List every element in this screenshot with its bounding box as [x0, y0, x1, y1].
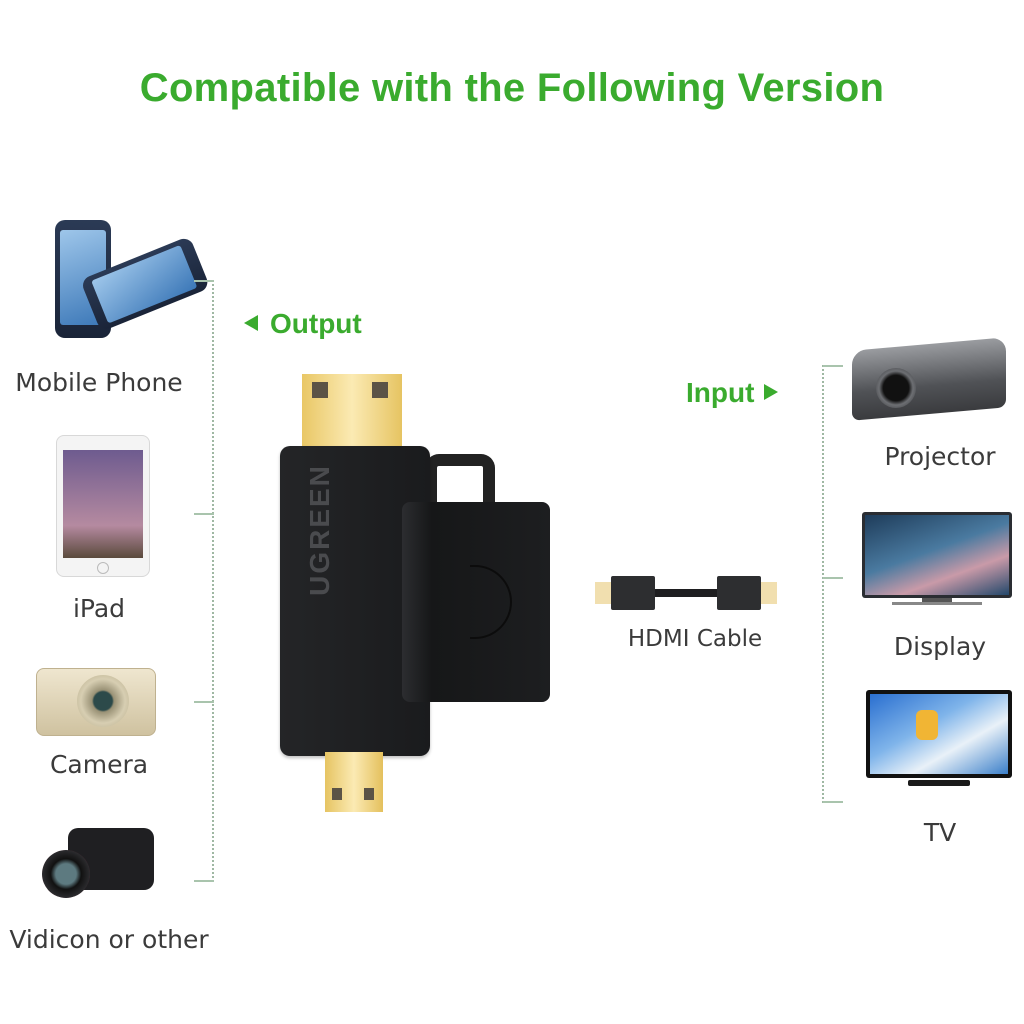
tablet-image	[56, 435, 150, 577]
device-label-display: Display	[893, 632, 987, 661]
left-bracket-tick	[194, 513, 214, 515]
right-bracket-tick	[823, 577, 843, 579]
hdmi-cable-label: HDMI Cable	[627, 626, 763, 652]
left-bracket-line	[212, 280, 214, 882]
projector-image	[852, 337, 1008, 421]
right-bracket-tick	[823, 801, 843, 803]
compact-camera-image	[36, 668, 156, 736]
left-bracket-tick	[194, 280, 214, 282]
left-bracket-tick	[194, 880, 214, 882]
device-label-mobile-phone: Mobile Phone	[15, 368, 183, 397]
monitor-image	[862, 512, 1012, 608]
input-label: Input	[686, 377, 779, 409]
hdmi-adapter-image: UGREEN	[270, 370, 560, 820]
tv-image	[866, 690, 1014, 790]
camcorder-image	[38, 820, 158, 906]
brand-logo: UGREEN	[304, 464, 335, 596]
triangle-left-icon	[244, 315, 258, 331]
device-label-tv: TV	[923, 818, 957, 847]
page-title: Compatible with the Following Version	[139, 66, 885, 110]
device-label-camera: Camera	[49, 750, 149, 779]
triangle-right-icon	[764, 384, 779, 400]
device-label-ipad: iPad	[72, 594, 126, 623]
output-label: Output	[244, 308, 362, 340]
left-bracket-tick	[194, 701, 214, 703]
mobile-phone-image	[50, 220, 211, 350]
device-label-projector: Projector	[884, 442, 996, 471]
hdmi-cable-image	[595, 574, 785, 614]
right-bracket-line	[822, 365, 824, 803]
right-bracket-tick	[823, 365, 843, 367]
device-label-vidicon: Vidicon or other	[9, 925, 209, 954]
